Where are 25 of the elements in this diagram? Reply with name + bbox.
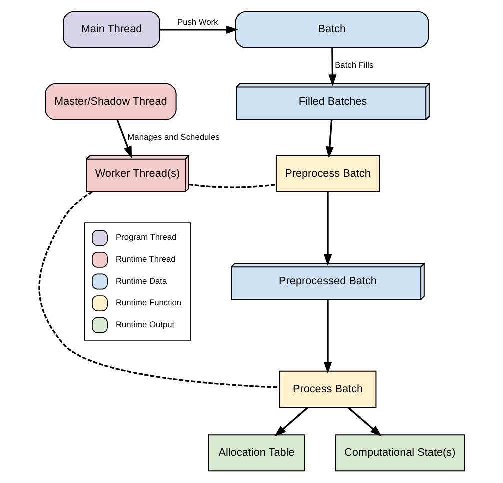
edge-label: Manages and Schedules <box>127 132 220 142</box>
node-box: Master/Shadow Thread <box>44 83 176 120</box>
arrow <box>328 48 336 86</box>
legend-label: Program Thread <box>115 232 176 242</box>
connector <box>188 184 276 188</box>
legend-label: Runtime Output <box>115 319 174 330</box>
legend-label: Runtime Function <box>115 298 182 308</box>
node-box: Batch <box>234 11 429 48</box>
node-box: Preprocess Batch <box>275 156 380 193</box>
node-box: Process Batch <box>278 370 376 408</box>
arrow <box>323 192 332 266</box>
arrow <box>325 120 334 158</box>
arrow <box>323 300 332 374</box>
node-box: Computational State(s) <box>334 434 465 472</box>
legend-label: Runtime Data <box>115 276 167 286</box>
legend-label: Runtime Thread <box>115 254 176 264</box>
arrow <box>160 26 238 34</box>
node-box: Main Thread <box>62 11 160 48</box>
arrow <box>274 406 308 437</box>
edge-label: Batch Fills <box>334 60 374 70</box>
connector <box>38 192 280 388</box>
node-box: Allocation Table <box>208 434 305 472</box>
arrow <box>347 406 382 437</box>
arrow <box>116 120 132 158</box>
edge-label: Push Work <box>176 16 218 27</box>
